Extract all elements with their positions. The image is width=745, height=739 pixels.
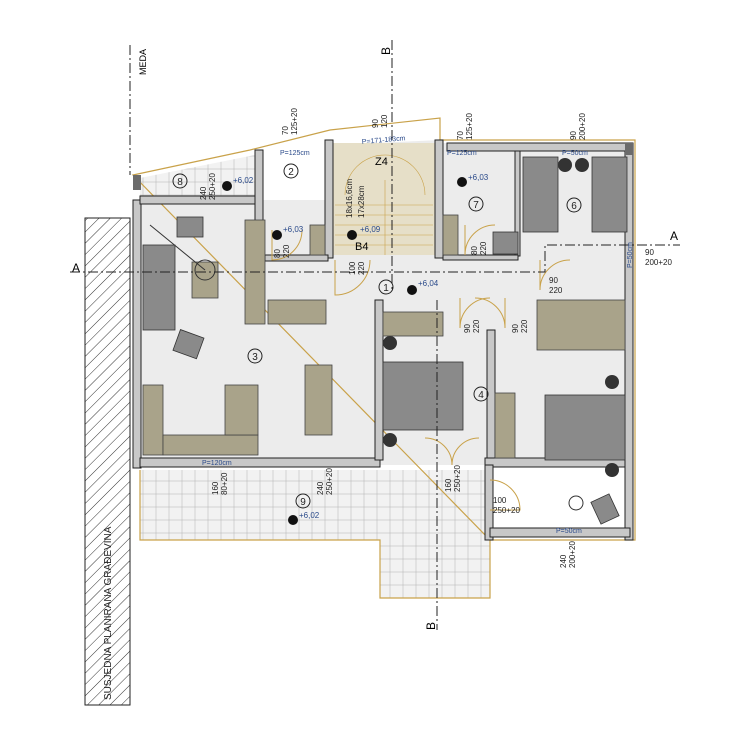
dimension-label: 90 [645,248,654,257]
terrace-9 [139,470,491,599]
doors [271,224,571,511]
dimension-label: 125+20 [290,108,299,135]
stair-treads [335,154,433,255]
furniture [142,156,628,525]
room-3: 3 [252,352,258,363]
dimension-label: 120 [380,114,389,128]
dimension-label: 250+20 [325,468,334,495]
dimension-label: 90 [371,119,380,128]
room-8: 8 [177,177,183,188]
window-label: P=171-183cm [362,135,406,146]
elevation-stair: +6,09 [360,225,381,234]
window-label: P=125cm [447,150,477,157]
section-b-bottom: B [424,622,438,630]
stair-dim-tread: 17x28cm [357,185,366,218]
room-labels [172,163,582,509]
dimension-label: 200+20 [578,113,587,140]
dimension-label: 240 [199,186,208,200]
boundary-label: MEDA [138,49,148,75]
stair-label: Z4 [375,156,388,168]
dimension-label: 250+20 [493,506,520,515]
dimension-label: 80 [470,246,479,255]
dimension-label: 90 [463,324,472,333]
dimension-label: 80 [273,249,282,258]
window-label: P=50cm [627,242,634,268]
room-4: 4 [478,390,484,401]
room-2: 2 [288,167,294,178]
section-a-left: A [72,261,80,275]
dimension-label: 220 [282,244,291,258]
dimension-label: 70 [281,126,290,135]
dimension-label: 100 [493,496,507,505]
dimension-label: 220 [479,241,488,255]
dimension-label: 220 [520,319,529,333]
window-label: P=50cm [556,528,582,535]
window-label: P=50cm [562,150,588,157]
window-label: P=120cm [202,460,232,467]
chimney-label: B4 [355,241,368,253]
elevation-hall: +6,04 [418,279,439,288]
elevation-markers [222,177,467,525]
dimension-label: 240 [316,481,325,495]
dimension-label: 90 [549,276,558,285]
dimension-label: 250+20 [208,173,217,200]
dimension-label: 220 [472,319,481,333]
dimension-label: 160 [211,481,220,495]
dimension-label: 200+20 [645,258,672,267]
window-label: P=125cm [280,150,310,157]
dimension-label: 70 [456,131,465,140]
room-7: 7 [473,200,479,211]
section-a-right: A [670,229,678,243]
neighbor-building: SUSJEDNA PLANIRANA GRAĐEVINA [84,217,131,706]
elevation-balcony: +6,02 [233,176,254,185]
dimension-label: 90 [569,131,578,140]
dimension-label: 240 [559,554,568,568]
dimension-label: 200+20 [568,541,577,568]
room-6: 6 [571,201,577,212]
elevation-bath-7: +6,03 [468,173,489,182]
neighbor-label: SUSJEDNA PLANIRANA GRAĐEVINA [103,526,114,700]
dimension-label: 125+20 [465,113,474,140]
walls [132,139,634,541]
dimension-label: 250+20 [453,465,462,492]
section-b-top: B [379,47,393,55]
room-1: 1 [383,283,389,294]
elevation-bath-2: +6,03 [283,225,304,234]
dimension-label: 220 [549,286,563,295]
section-a-line [70,244,680,273]
dimension-label: 160 [444,478,453,492]
stair-dim-riser: 18x16,6cm [345,179,354,218]
dimension-label: 90 [511,324,520,333]
elevation-terrace: +6,02 [299,511,320,520]
dimension-label: 100 [348,261,357,275]
dimension-label: 220 [357,261,366,275]
dimension-label: 80+20 [220,472,229,495]
room-9: 9 [300,497,306,508]
